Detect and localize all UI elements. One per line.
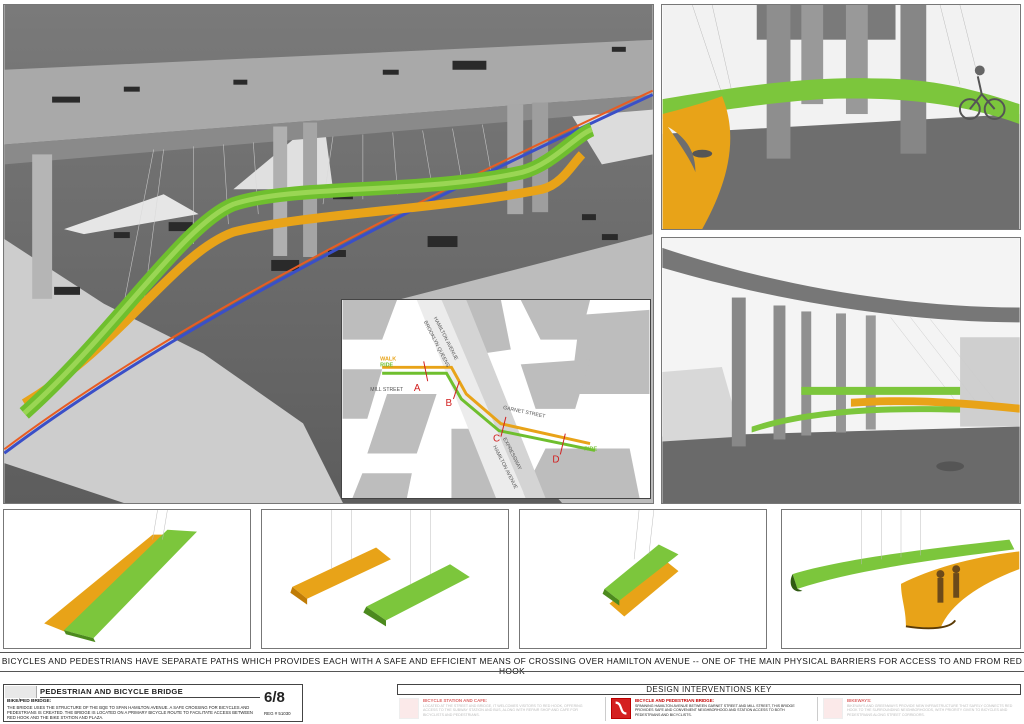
key-item-desc: BIKEWAYS AND GREENWAYS PROVIDE NEW INFRA…	[847, 704, 1013, 717]
sheet-title: PEDESTRIAN AND BICYCLE BRIDGE	[40, 687, 184, 696]
caption: BICYCLES AND PEDESTRIANS HAVE SEPARATE P…	[1, 656, 1023, 676]
key-item-desc: SPANNING HAMILTON AVENUE BETWEEN GARNET …	[635, 704, 795, 717]
description-text: THE BRIDGE USES THE STRUCTURE OF THE BQE…	[7, 705, 253, 720]
underpass-rendering-bottom	[661, 237, 1021, 504]
bridge-icon	[611, 698, 631, 719]
bikeways-icon	[823, 698, 843, 719]
caption-rule-bottom	[0, 671, 1024, 672]
ride-path	[662, 78, 1020, 124]
registration-number: REG # 51030	[264, 711, 291, 716]
key-item-bridge: BICYCLE AND PEDESTRIAN BRIDGE: SPANNING …	[611, 697, 811, 721]
location-map-thumbnail	[5, 686, 37, 698]
street-label-mill: MILL STREET	[370, 387, 404, 393]
key-item-desc: LOCATED AT THE STREET AND BRIDGE, IT WEL…	[423, 704, 583, 717]
walk-label: WALK	[380, 356, 396, 362]
ride-label: RIDE	[380, 362, 393, 368]
column	[32, 154, 53, 299]
aerial-rendering	[4, 5, 653, 503]
walk-path	[662, 96, 731, 229]
section-marker-c: C	[493, 434, 500, 445]
bike-station-icon	[399, 698, 419, 719]
page-number: 6/8	[264, 689, 285, 706]
key-item-name: BICYCLE STATION AND CAFE:	[423, 698, 488, 703]
map-ride-path	[382, 371, 596, 452]
section-marker-a: A	[414, 383, 421, 394]
key-divider	[817, 697, 818, 721]
caption-rule-top	[0, 652, 1024, 653]
underpass-rendering-top	[661, 4, 1021, 230]
key-item-bikeways: BIKEWAYS: BIKEWAYS AND GREENWAYS PROVIDE…	[823, 697, 1019, 721]
section-marker-d: D	[552, 454, 559, 465]
key-divider	[605, 697, 606, 721]
walk-path	[850, 397, 1020, 413]
design-interventions-key: DESIGN INTERVENTIONS KEY BICYCLE STATION…	[397, 684, 1021, 722]
ride-end-label: RIDE	[584, 446, 597, 452]
key-item-bicycle-station: BICYCLE STATION AND CAFE: LOCATED AT THE…	[399, 697, 599, 721]
ride-path	[801, 386, 961, 395]
section-a-panel	[3, 509, 251, 649]
section-c-panel	[519, 509, 767, 649]
site-map-inset: A B C D HAMILTON AVENUE BROOKLYN QUEENS …	[341, 299, 651, 499]
walk-path	[21, 151, 586, 408]
title-block: PEDESTRIAN AND BICYCLE BRIDGE BIKE/PED B…	[3, 684, 303, 722]
map-walk-path	[382, 365, 591, 445]
key-item-name: BICYCLE AND PEDESTRIAN BRIDGE:	[635, 698, 715, 703]
section-b-panel	[261, 509, 509, 649]
description-label: BIKE/PED BRIDGE:	[7, 699, 52, 704]
key-item-name: BIKEWAYS:	[847, 698, 872, 703]
title-underline	[40, 697, 260, 698]
key-title: DESIGN INTERVENTIONS KEY	[397, 684, 1021, 695]
site-map: A B C D HAMILTON AVENUE BROOKLYN QUEENS …	[342, 300, 650, 498]
aerial-rendering-panel	[3, 4, 654, 504]
section-marker-b: B	[446, 398, 453, 409]
section-d-panel	[781, 509, 1021, 649]
